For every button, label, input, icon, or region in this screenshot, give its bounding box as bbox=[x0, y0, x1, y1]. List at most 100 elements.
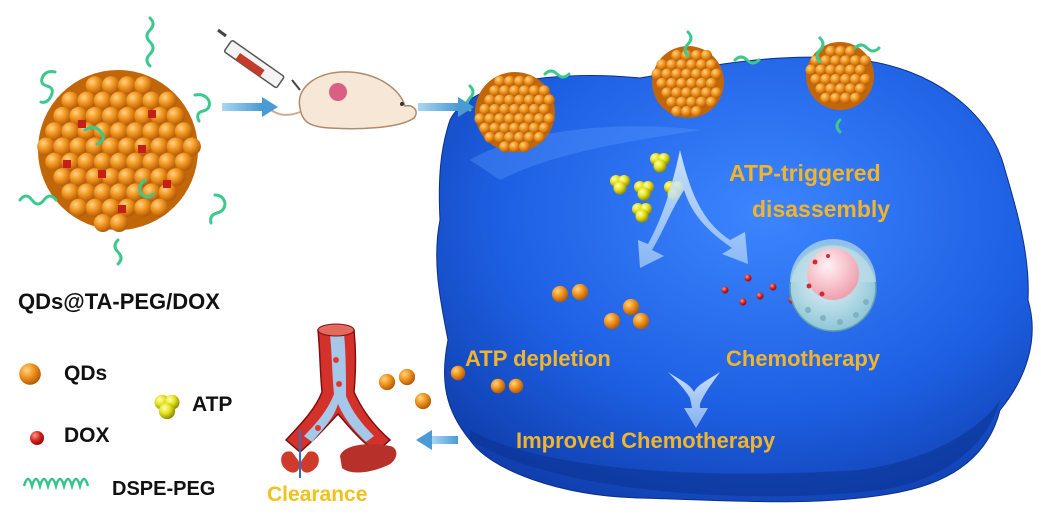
qd-sphere bbox=[101, 168, 120, 187]
qd-sphere bbox=[37, 137, 56, 156]
dox-particle bbox=[138, 145, 146, 153]
qd-sphere bbox=[489, 122, 501, 134]
label-chemotherapy: Chemotherapy bbox=[726, 346, 881, 371]
qd-sphere bbox=[514, 75, 525, 87]
qd-sphere bbox=[77, 183, 96, 202]
nanoparticle-large bbox=[37, 70, 201, 232]
qd-sphere bbox=[53, 106, 72, 125]
qd-sphere bbox=[45, 152, 64, 171]
dox-particle bbox=[148, 110, 156, 118]
qd-sphere bbox=[484, 113, 496, 125]
nanoparticle-cell-2 bbox=[651, 46, 724, 118]
qd-sphere bbox=[519, 85, 530, 97]
split-arrow bbox=[638, 150, 748, 268]
qd-sphere bbox=[845, 83, 856, 95]
qd-sphere bbox=[524, 113, 535, 125]
qd-sphere bbox=[494, 131, 506, 143]
qd-sphere bbox=[69, 168, 88, 187]
dox-particle bbox=[98, 170, 106, 178]
label-disassembly: disassembly bbox=[752, 196, 891, 222]
qd-sphere bbox=[845, 64, 856, 76]
qd-sphere bbox=[825, 64, 837, 76]
qd-sphere bbox=[142, 152, 161, 171]
qd-sphere bbox=[514, 113, 525, 125]
cell-vesicle bbox=[789, 239, 877, 332]
qd-sphere bbox=[77, 91, 96, 110]
qd-sphere bbox=[93, 152, 112, 171]
qd-sphere bbox=[543, 94, 555, 106]
qd-sphere bbox=[142, 122, 161, 141]
qd-sphere bbox=[676, 59, 688, 71]
qd-sphere bbox=[93, 214, 112, 232]
qd-sphere bbox=[166, 168, 185, 187]
qd-sphere bbox=[499, 85, 511, 97]
syringe-icon bbox=[217, 28, 301, 91]
qd-sphere bbox=[835, 64, 847, 76]
qd-sphere bbox=[840, 92, 852, 104]
qd-sphere bbox=[666, 59, 678, 71]
qd-sphere bbox=[142, 183, 161, 202]
blood-vessel-icon bbox=[284, 323, 392, 453]
qd-sphere bbox=[538, 103, 550, 115]
qd-sphere bbox=[182, 137, 201, 156]
qd-sphere bbox=[499, 122, 511, 134]
label-clearance: Clearance bbox=[267, 483, 368, 506]
qd-sphere bbox=[509, 103, 521, 115]
qd-sphere bbox=[538, 85, 550, 97]
qd-sphere bbox=[499, 103, 511, 115]
qd-sphere bbox=[479, 122, 491, 134]
qd-sphere bbox=[691, 68, 702, 80]
legend-peg-icon bbox=[22, 477, 90, 491]
qd-sphere bbox=[77, 152, 96, 171]
qd-sphere bbox=[820, 92, 832, 104]
nanoparticle-cell-1 bbox=[474, 72, 555, 153]
qd-sphere bbox=[651, 68, 663, 80]
qd-sphere bbox=[661, 87, 673, 99]
qd-sphere bbox=[126, 91, 145, 110]
construct-title: QDs@TA-PEG/DOX bbox=[18, 289, 220, 314]
qd-sphere bbox=[825, 83, 837, 95]
qd-sphere bbox=[681, 87, 693, 99]
qd-sphere bbox=[499, 141, 511, 153]
qd-sphere bbox=[666, 96, 678, 108]
qd-sphere bbox=[509, 85, 521, 97]
dox-particle bbox=[118, 205, 126, 213]
qd-sphere bbox=[543, 113, 555, 125]
qd-sphere bbox=[150, 198, 169, 217]
qd-sphere bbox=[533, 131, 545, 143]
qd-sphere bbox=[93, 122, 112, 141]
cell-shadow bbox=[470, 400, 1000, 497]
qd-sphere bbox=[53, 168, 72, 187]
legend-dox-icon bbox=[30, 431, 44, 445]
arrow-to-cell bbox=[418, 97, 474, 117]
arrow-to-mouse bbox=[222, 97, 278, 117]
qd-sphere bbox=[855, 83, 866, 95]
qd-sphere bbox=[519, 141, 530, 153]
qd-sphere bbox=[158, 152, 177, 171]
qd-sphere bbox=[514, 131, 525, 143]
cell-body bbox=[436, 56, 1033, 503]
qd-sphere bbox=[686, 96, 698, 108]
qd-sphere bbox=[118, 137, 137, 156]
qd-sphere bbox=[815, 83, 827, 95]
qd-sphere bbox=[810, 73, 822, 85]
dox-particle bbox=[63, 160, 71, 168]
qd-sphere bbox=[110, 183, 128, 202]
qd-sphere bbox=[174, 152, 193, 171]
qd-sphere bbox=[705, 96, 717, 108]
dox-particle bbox=[163, 180, 171, 188]
qd-sphere bbox=[696, 96, 707, 108]
qd-sphere bbox=[666, 77, 678, 89]
qd-sphere bbox=[118, 76, 137, 95]
qd-sphere bbox=[701, 87, 712, 99]
qd-sphere bbox=[691, 87, 702, 99]
qd-sphere bbox=[519, 122, 530, 134]
qd-sphere bbox=[134, 106, 153, 125]
qd-sphere bbox=[101, 198, 120, 217]
qd-sphere bbox=[524, 94, 535, 106]
qd-sphere bbox=[85, 106, 104, 125]
qd-sphere bbox=[494, 94, 506, 106]
qd-sphere bbox=[110, 152, 128, 171]
qd-sphere bbox=[528, 85, 540, 97]
